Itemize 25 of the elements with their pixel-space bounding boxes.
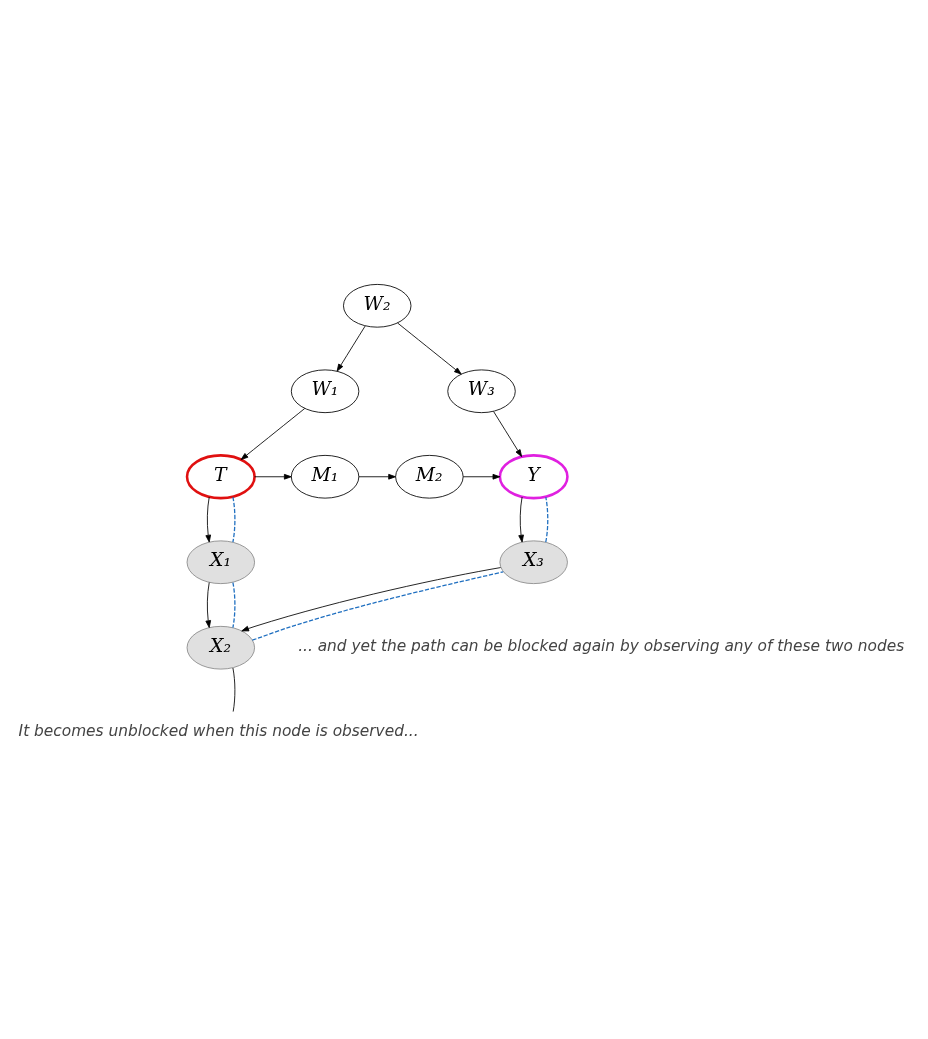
node-ellipse: W₁ (290, 369, 360, 414)
node-ellipse: M₁ (290, 454, 360, 499)
connector (232, 667, 236, 712)
arrow (518, 496, 524, 543)
node-text: It becomes unblocked when this node is observed... (18, 722, 419, 741)
arrow (254, 473, 292, 480)
connector (251, 571, 504, 641)
arrow (493, 411, 523, 457)
node-ellipse: M₂ (395, 454, 464, 499)
connector (545, 496, 549, 543)
arrow (240, 408, 306, 460)
arrow (205, 582, 212, 628)
node-ellipse: W₂ (343, 284, 412, 328)
arrow (397, 322, 462, 375)
arrow (205, 496, 212, 543)
connector (232, 496, 236, 543)
node-ellipse: X₁ (186, 540, 255, 585)
arrow (462, 473, 501, 480)
connector (232, 581, 236, 629)
node-ellipse: Y (498, 454, 569, 500)
arrow (241, 567, 502, 632)
arrow (358, 473, 396, 480)
node-ellipse: X₃ (499, 540, 568, 585)
label: ... and yet the path can be blocked again by observing any of these two nodes (298, 636, 905, 655)
arrow (336, 325, 366, 372)
